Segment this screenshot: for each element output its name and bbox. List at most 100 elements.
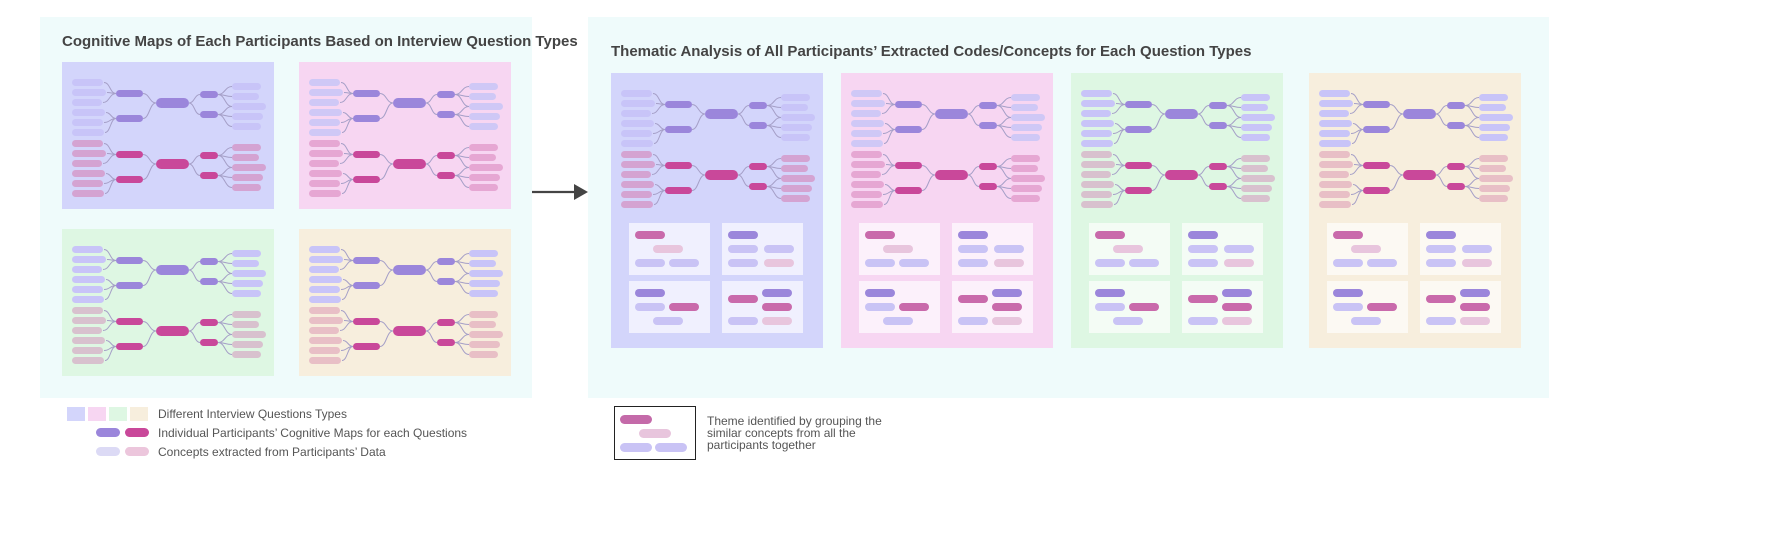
connector-line bbox=[217, 273, 233, 282]
concept-pill bbox=[1319, 191, 1350, 198]
connector-line bbox=[142, 102, 157, 119]
concept-pill bbox=[309, 256, 343, 263]
theme-pill bbox=[1426, 317, 1456, 325]
connector-line bbox=[105, 340, 117, 347]
concept-pill bbox=[1081, 130, 1112, 137]
concept-pill bbox=[1081, 120, 1114, 127]
connector-line bbox=[454, 167, 470, 176]
connector-line bbox=[217, 253, 233, 262]
concept-pill bbox=[469, 321, 496, 328]
map-node bbox=[116, 176, 143, 183]
connector-line bbox=[1464, 117, 1480, 126]
connector-line bbox=[1464, 178, 1480, 187]
thematic-analysis-title: Thematic Analysis of All Participants’ E… bbox=[611, 43, 1252, 60]
connector-line bbox=[691, 113, 706, 130]
concept-pill bbox=[621, 120, 654, 127]
theme-card bbox=[859, 223, 940, 275]
connector-line bbox=[967, 113, 980, 126]
map-node bbox=[1447, 122, 1465, 129]
connector-line bbox=[425, 269, 438, 282]
connector-line bbox=[454, 114, 470, 127]
connector-line bbox=[104, 346, 117, 361]
concept-pill bbox=[232, 103, 266, 110]
map-node bbox=[116, 115, 143, 122]
connector-line bbox=[1114, 184, 1126, 191]
map-node bbox=[749, 163, 767, 170]
legend-map-node-magenta bbox=[125, 428, 149, 437]
map-node bbox=[979, 102, 997, 109]
map-node bbox=[116, 257, 143, 264]
connector-line bbox=[217, 106, 233, 115]
connector-line bbox=[379, 269, 394, 286]
connector-line bbox=[737, 174, 750, 187]
connector-line bbox=[921, 165, 936, 176]
map-node bbox=[665, 162, 692, 169]
theme-pill bbox=[1113, 245, 1143, 253]
map-node bbox=[1447, 183, 1465, 190]
concept-pill bbox=[469, 260, 496, 267]
connector-line bbox=[379, 93, 394, 104]
concept-pill bbox=[621, 110, 651, 117]
concept-pill bbox=[469, 83, 498, 90]
concept-pill bbox=[72, 170, 105, 177]
connector-line bbox=[1114, 123, 1126, 130]
connector-line bbox=[1151, 174, 1166, 191]
concept-pill bbox=[781, 165, 808, 172]
question-type-3-analysis bbox=[1071, 73, 1283, 348]
map-node bbox=[437, 91, 455, 98]
connector-line bbox=[653, 129, 666, 144]
theme-pill bbox=[1224, 245, 1254, 253]
connector-line bbox=[425, 163, 438, 176]
connector-line bbox=[691, 174, 706, 191]
theme-pill bbox=[762, 317, 792, 325]
concept-pill bbox=[851, 151, 882, 158]
concept-pill bbox=[1241, 185, 1272, 192]
map-node bbox=[353, 318, 380, 325]
central-node bbox=[393, 326, 426, 336]
theme-pill bbox=[1222, 317, 1252, 325]
legend-swatch-type-4 bbox=[130, 407, 148, 421]
legend-maps-label: Individual Participants’ Cognitive Maps … bbox=[158, 426, 468, 440]
concept-pill bbox=[232, 351, 261, 358]
map-node bbox=[437, 172, 455, 179]
connector-line bbox=[654, 184, 666, 191]
central-node bbox=[156, 265, 189, 275]
concept-pill bbox=[1319, 151, 1350, 158]
central-node bbox=[1165, 170, 1198, 180]
connector-line bbox=[217, 147, 233, 156]
map-node bbox=[200, 258, 218, 265]
theme-pill bbox=[883, 317, 913, 325]
connector-line bbox=[967, 166, 980, 176]
concept-pill bbox=[72, 347, 103, 354]
connector-line bbox=[1226, 186, 1242, 199]
connector-line bbox=[651, 104, 666, 114]
connector-line bbox=[342, 173, 354, 180]
connector-line bbox=[217, 167, 233, 176]
connector-line bbox=[1464, 158, 1480, 167]
theme-pill bbox=[1188, 317, 1218, 325]
concept-pill bbox=[309, 286, 340, 293]
connector-line bbox=[1197, 174, 1210, 187]
connector-line bbox=[1151, 165, 1166, 176]
concept-pill bbox=[1081, 191, 1112, 198]
legend-theme-line: similar concepts from all the bbox=[707, 426, 856, 440]
concept-pill bbox=[469, 113, 500, 120]
connector-line bbox=[1226, 166, 1242, 179]
connector-line bbox=[1389, 104, 1404, 115]
concept-pill bbox=[72, 140, 103, 147]
theme-pill bbox=[958, 231, 988, 239]
theme-pill bbox=[1367, 303, 1397, 311]
concept-pill bbox=[309, 160, 339, 167]
theme-card bbox=[859, 281, 940, 333]
connector-line bbox=[339, 154, 354, 164]
connector-line bbox=[1151, 113, 1166, 130]
flow-arrow-icon bbox=[532, 184, 588, 200]
connector-line bbox=[379, 154, 394, 165]
theme-pill bbox=[655, 443, 687, 452]
concept-pill bbox=[621, 181, 654, 188]
concept-pill bbox=[1319, 201, 1351, 208]
concept-pill bbox=[72, 129, 104, 136]
connector-line bbox=[454, 281, 470, 294]
connector-line bbox=[1435, 105, 1448, 115]
map-node bbox=[353, 343, 380, 350]
